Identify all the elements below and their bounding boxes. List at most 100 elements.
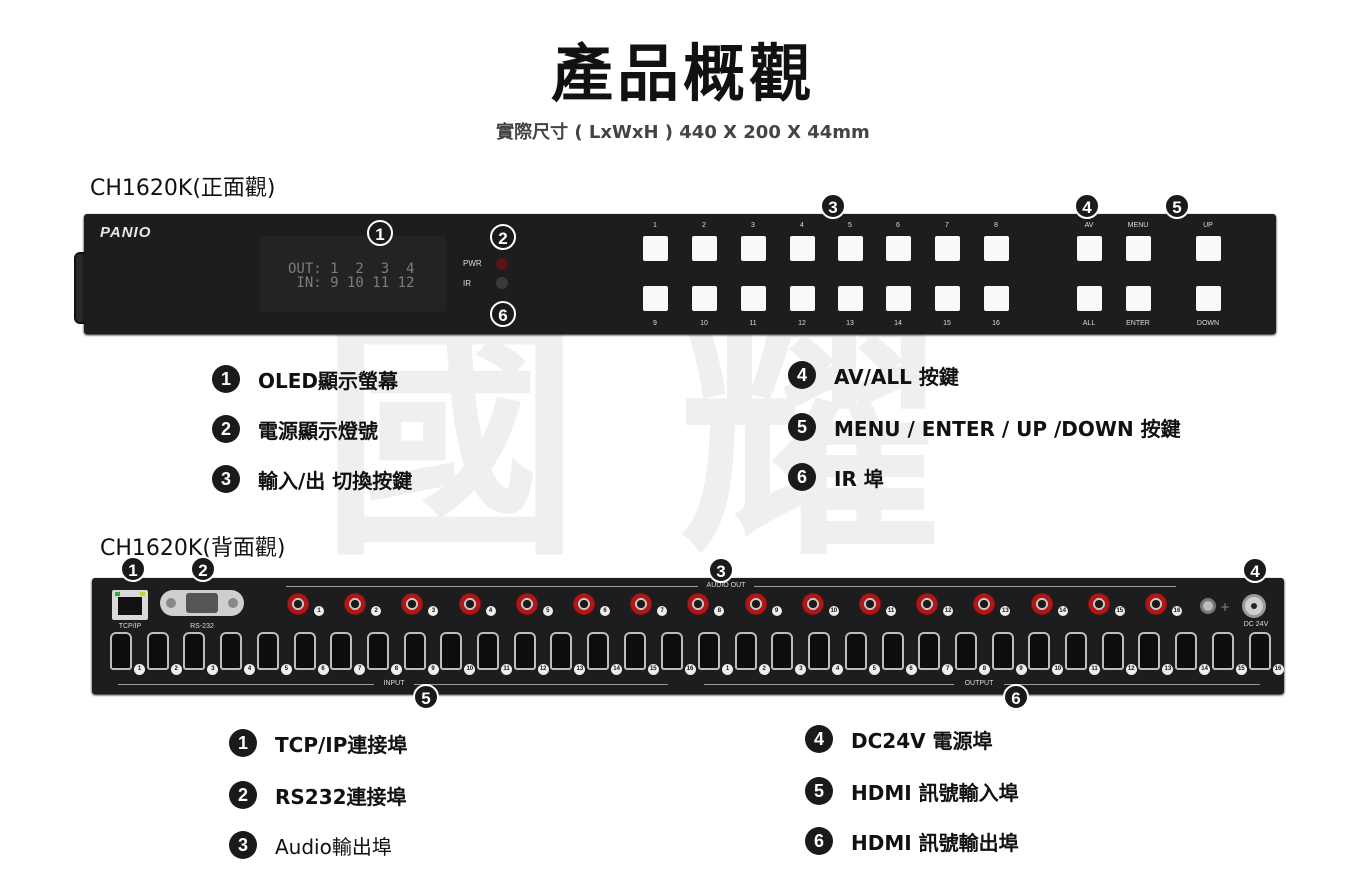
hdmi-input-number: 11 — [501, 664, 512, 675]
av-key[interactable] — [1077, 236, 1102, 261]
func-label-bottom: ENTER — [1126, 320, 1150, 327]
key-label-bottom: 9 — [653, 320, 657, 327]
hdmi-input-number: 6 — [317, 664, 329, 675]
rca-audio-out-2 — [344, 593, 367, 615]
hdmi-input-7 — [330, 632, 353, 670]
hdmi-output-3 — [771, 632, 794, 670]
rca-number: 8 — [714, 606, 725, 616]
rca-audio-out-6 — [573, 593, 595, 615]
front-callout-4: 4 — [1074, 193, 1100, 219]
hdmi-output-number: 3 — [795, 664, 807, 675]
rca-audio-out-15 — [1087, 593, 1110, 615]
hdmi-output-7 — [918, 632, 941, 670]
io-key-10[interactable] — [692, 286, 717, 311]
io-key-11[interactable] — [741, 286, 766, 311]
key-label-top: 4 — [800, 222, 804, 229]
hdmi-input-14 — [587, 632, 610, 670]
io-key-2[interactable] — [692, 236, 717, 261]
legend-badge: 5 — [788, 413, 816, 441]
ethernet-port — [112, 590, 148, 620]
rear-callout-5: 5 — [413, 684, 439, 710]
dc-pin — [1251, 603, 1257, 609]
legend-text: RS232連接埠 — [275, 784, 407, 809]
oled-display: OUT: 1 2 3 4 IN: 9 10 11 12 — [260, 236, 446, 312]
legend-text: 電源顯示燈號 — [258, 418, 378, 443]
rca-audio-out-5 — [515, 593, 538, 615]
hdmi-input-number: 8 — [390, 664, 402, 675]
io-key-4[interactable] — [790, 236, 815, 261]
oled-out-line: OUT: 1 2 3 4 — [288, 261, 415, 277]
rca-audio-out-11 — [859, 593, 881, 615]
hdmi-input-9 — [403, 632, 426, 670]
legend-badge: 3 — [212, 465, 240, 493]
func-label-top: UP — [1203, 222, 1213, 229]
io-key-3[interactable] — [741, 236, 766, 261]
legend-item: 6 HDMI 訊號輸出埠 — [805, 826, 1019, 856]
legend-badge: 5 — [805, 777, 833, 805]
legend-badge: 2 — [229, 781, 257, 809]
rs232-screw — [228, 598, 238, 608]
hdmi-input-number: 10 — [464, 664, 476, 675]
ground-symbol: + — [1220, 600, 1231, 614]
hdmi-input-11 — [477, 632, 499, 670]
io-key-14[interactable] — [886, 286, 911, 311]
legend-item: 4 DC24V 電源埠 — [805, 724, 1019, 754]
up-key[interactable] — [1196, 236, 1221, 261]
key-label-top: 1 — [653, 222, 657, 229]
rca-audio-out-7 — [630, 593, 653, 615]
key-label-bottom: 13 — [846, 320, 854, 327]
hdmi-input-4 — [220, 632, 243, 670]
io-key-15[interactable] — [935, 286, 960, 311]
hdmi-output-number: 16 — [1272, 664, 1284, 675]
dc-caption: DC 24V — [1243, 621, 1269, 628]
pwr-label: PWR — [463, 259, 482, 268]
rca-number: 9 — [771, 606, 782, 616]
rca-number: 11 — [886, 606, 896, 616]
enter-key[interactable] — [1126, 286, 1151, 311]
hdmi-output-12 — [1101, 632, 1124, 670]
hdmi-output-11 — [1065, 632, 1087, 670]
func-label-top: AV — [1084, 222, 1094, 229]
io-key-9[interactable] — [643, 286, 668, 311]
legend-item: 6 IR 埠 — [788, 462, 1181, 492]
hdmi-input-12 — [513, 632, 536, 670]
hdmi-output-number: 2 — [758, 664, 770, 675]
tcpip-caption: TCP/IP — [118, 623, 142, 630]
menu-key[interactable] — [1126, 236, 1151, 261]
activity-led — [140, 592, 145, 596]
rca-number: 5 — [542, 606, 553, 616]
power-led — [496, 258, 508, 270]
io-key-8[interactable] — [984, 236, 1009, 261]
hdmi-output-4 — [808, 632, 831, 670]
hdmi-output-10 — [1028, 632, 1051, 670]
rca-number: 16 — [1172, 606, 1182, 616]
io-key-13[interactable] — [838, 286, 863, 311]
hdmi-input-10 — [440, 632, 463, 670]
front-legend-right: 4 AV/ALL 按鍵 5 MENU / ENTER / UP /DOWN 按鍵… — [788, 360, 1181, 492]
io-key-1[interactable] — [643, 236, 668, 261]
all-key[interactable] — [1077, 286, 1102, 311]
rear-callout-4: 4 — [1242, 557, 1268, 583]
legend-text: DC24V 電源埠 — [851, 728, 993, 753]
hdmi-input-16 — [660, 632, 683, 670]
hdmi-input-number: 9 — [427, 664, 439, 675]
rear-callout-1: 1 — [120, 556, 146, 582]
rca-audio-out-3 — [401, 593, 424, 615]
rca-audio-out-8 — [687, 593, 710, 615]
down-key[interactable] — [1196, 286, 1221, 311]
hdmi-output-number: 11 — [1089, 664, 1100, 675]
input-caption: INPUT — [374, 680, 414, 687]
legend-badge: 1 — [212, 365, 240, 393]
audio-out-caption: AUDIO OUT — [698, 582, 754, 589]
watermark: 國 耀 — [300, 300, 1060, 600]
legend-item: 2 RS232連接埠 — [229, 780, 407, 810]
io-key-6[interactable] — [886, 236, 911, 261]
io-key-16[interactable] — [984, 286, 1009, 311]
rca-number: 13 — [1000, 606, 1011, 616]
io-key-12[interactable] — [790, 286, 815, 311]
link-led — [115, 592, 120, 596]
rca-number: 2 — [371, 606, 382, 616]
io-key-7[interactable] — [935, 236, 960, 261]
hdmi-input-number: 13 — [574, 664, 586, 675]
io-key-5[interactable] — [838, 236, 863, 261]
